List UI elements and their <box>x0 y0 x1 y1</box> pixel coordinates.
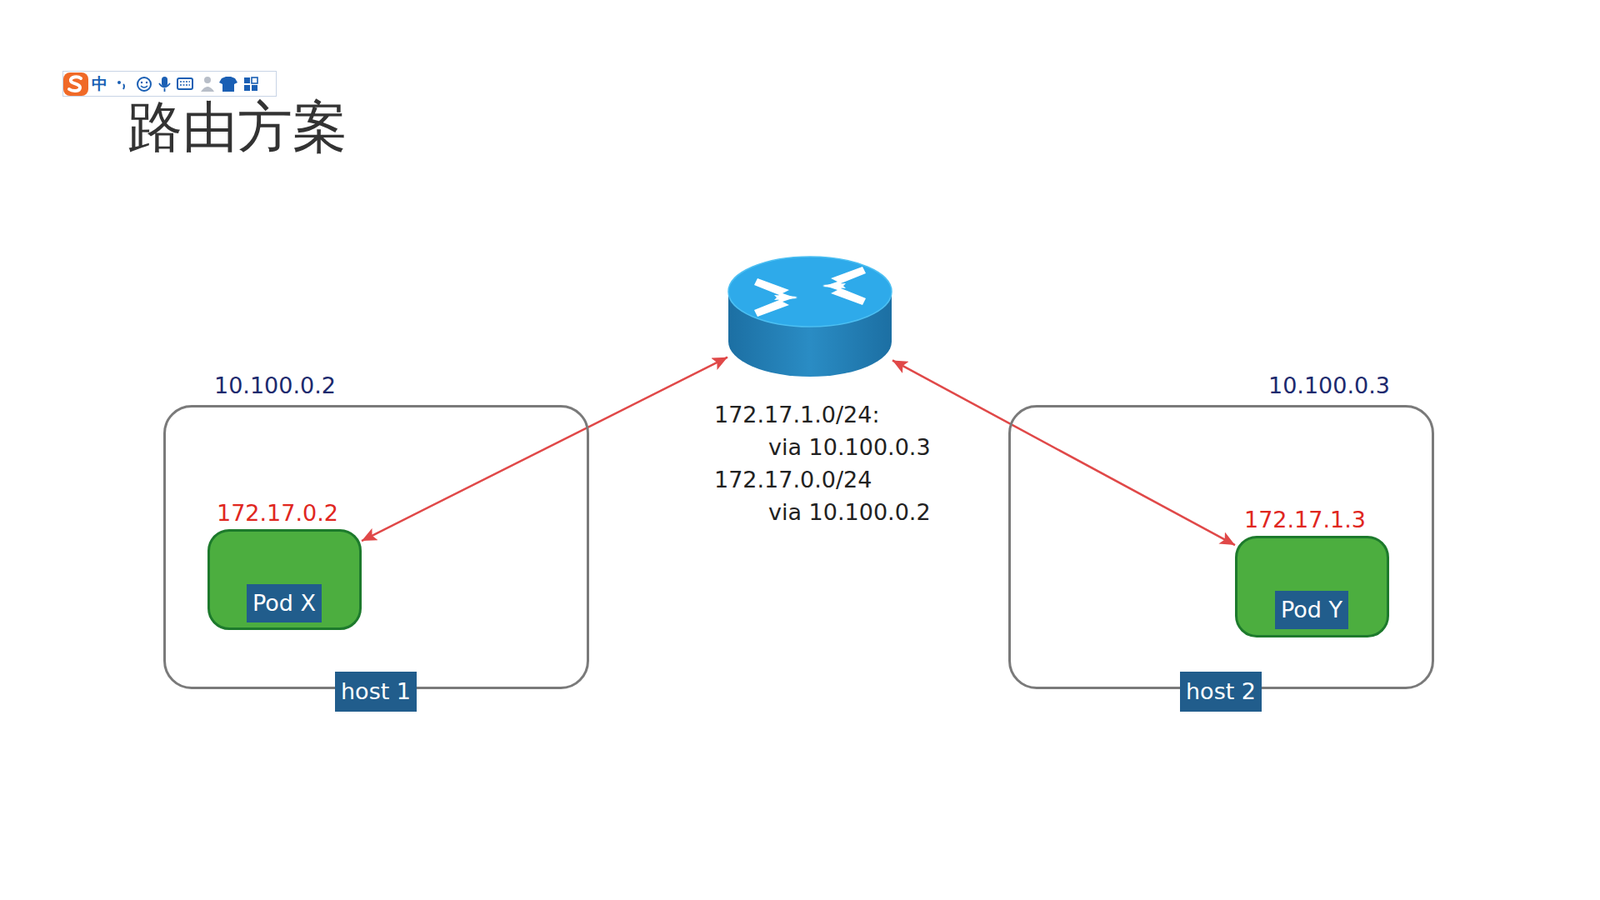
pod-box: 172.17.0.2Pod X <box>207 529 362 630</box>
page-title: 路由方案 <box>127 90 348 165</box>
route-next-hop: via 10.100.0.3 <box>714 430 931 464</box>
route-prefix: 172.17.0.0/24 <box>714 463 931 496</box>
router-node: 172.17.1.0/24:via 10.100.0.3172.17.0.0/2… <box>714 250 935 529</box>
pod-ip: 172.17.0.2 <box>216 500 339 526</box>
ime-indicator: 中 <box>91 73 108 94</box>
network-link <box>361 357 728 541</box>
host-tab: host 1 <box>335 671 417 712</box>
pod-box: 172.17.1.3Pod Y <box>1235 535 1390 638</box>
network-link <box>892 360 1235 545</box>
pod-ip: 172.17.1.3 <box>1244 506 1366 533</box>
router-symbol <box>727 253 893 379</box>
route-table: 172.17.1.0/24:via 10.100.0.3172.17.0.0/2… <box>714 398 931 529</box>
pod-label: Pod X <box>246 584 322 623</box>
host-ip: 10.100.0.3 <box>1268 372 1390 399</box>
host-ip: 10.100.0.2 <box>214 372 336 399</box>
route-next-hop: via 10.100.0.2 <box>714 495 931 529</box>
host-box: 10.100.0.3host 2172.17.1.3Pod Y <box>1008 405 1435 690</box>
pod-label: Pod Y <box>1275 590 1349 630</box>
route-prefix: 172.17.1.0/24: <box>714 398 931 431</box>
host-tab: host 2 <box>1180 671 1262 712</box>
host-box: 10.100.0.2host 1172.17.0.2Pod X <box>163 405 590 690</box>
